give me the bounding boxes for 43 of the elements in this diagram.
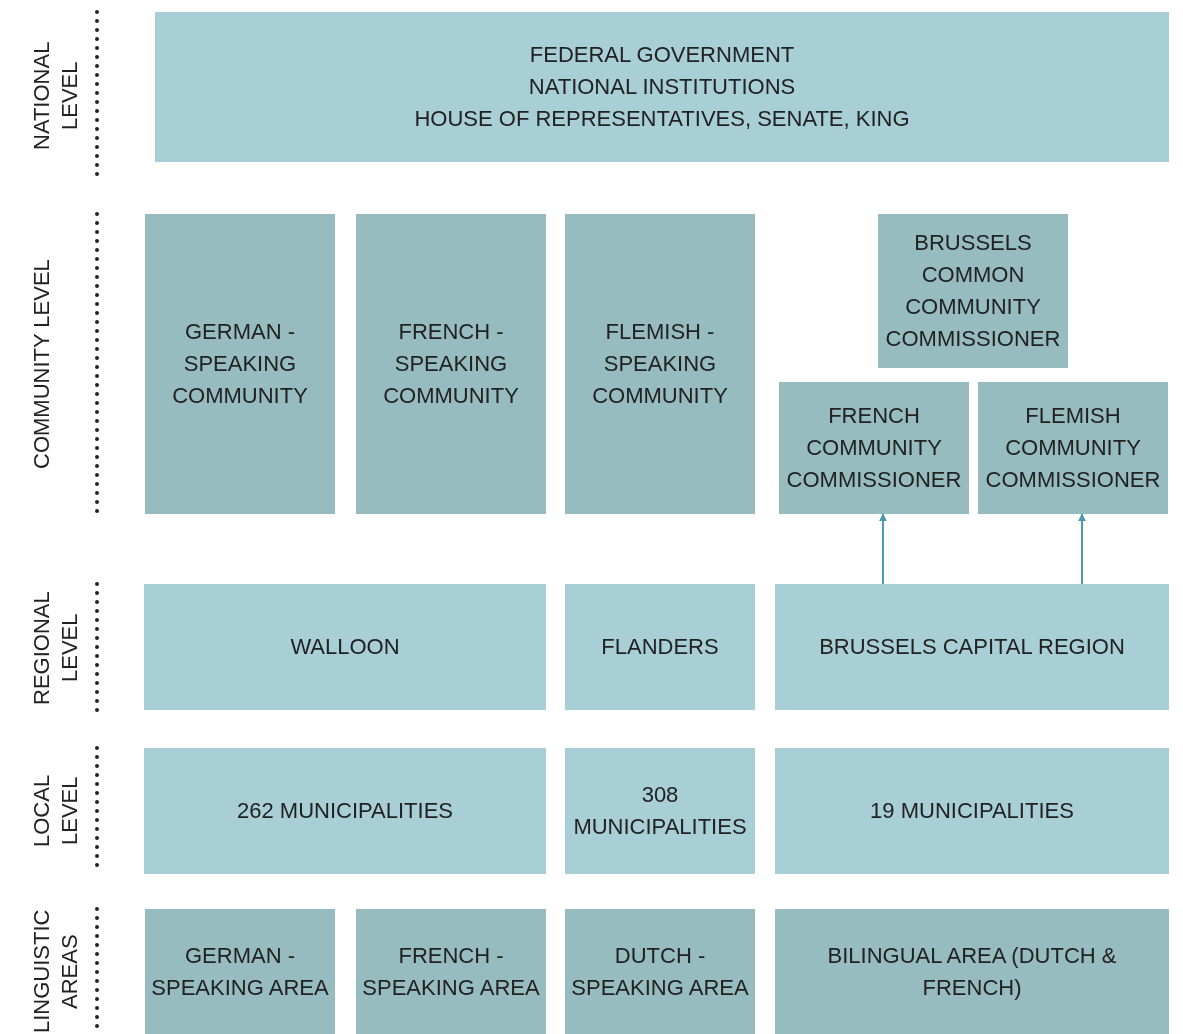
box (878, 214, 1068, 368)
level-label: LOCAL LEVEL (28, 773, 83, 850)
box (775, 748, 1169, 874)
box (565, 214, 755, 514)
box-label: GERMAN - SPEAKING AREA (151, 941, 329, 1002)
box-label: FRENCH COMMUNITY COMMISSIONER (785, 402, 963, 494)
box (565, 748, 755, 874)
box-label: DUTCH - SPEAKING AREA (571, 941, 749, 1002)
box-label: 308 MUNICIPALITIES (572, 781, 748, 841)
box (144, 748, 546, 874)
box-label: FRENCH - SPEAKING AREA (362, 941, 540, 1002)
box (978, 382, 1168, 514)
level-label: NATIONAL LEVEL (28, 40, 83, 153)
box (144, 584, 546, 710)
box (145, 214, 335, 514)
box-label: 19 MUNICIPALITIES (870, 797, 1074, 825)
box (145, 909, 335, 1034)
arrow (1078, 513, 1086, 585)
box (775, 584, 1169, 710)
box (775, 909, 1169, 1034)
box (155, 12, 1169, 162)
box-label: FRENCH - SPEAKING COMMUNITY (382, 318, 520, 410)
box (356, 909, 546, 1034)
box-label: NATIONAL INSTITUTIONS (528, 73, 796, 101)
box-label: 262 MUNICIPALITIES (237, 797, 453, 825)
box-label: GERMAN - SPEAKING COMMUNITY (171, 318, 309, 410)
box-label: HOUSE OF REPRESENTATIVES, SENATE, KING (414, 105, 910, 133)
arrow (879, 513, 887, 585)
box-label: FLANDERS (601, 633, 719, 661)
box-label: BILINGUAL AREA (DUTCH & FRENCH) (826, 941, 1118, 1002)
box (779, 382, 969, 514)
box (356, 214, 546, 514)
box-label: FLEMISH COMMUNITY COMMISSIONER (984, 402, 1162, 494)
box-label: BRUSSELS CAPITAL REGION (819, 633, 1125, 661)
level-label: COMMUNITY LEVEL (28, 258, 55, 471)
level-label: REGIONAL LEVEL (28, 590, 83, 707)
box (565, 584, 755, 710)
level-label: LINGUISTIC AREAS (28, 909, 83, 1034)
box-label: FEDERAL GOVERNMENT (529, 41, 795, 69)
box (565, 909, 755, 1034)
box-label: BRUSSELS COMMON COMMUNITY COMMISSIONER (884, 229, 1062, 353)
box-label: FLEMISH - SPEAKING COMMUNITY (591, 318, 729, 410)
box-label: WALLOON (290, 633, 400, 661)
